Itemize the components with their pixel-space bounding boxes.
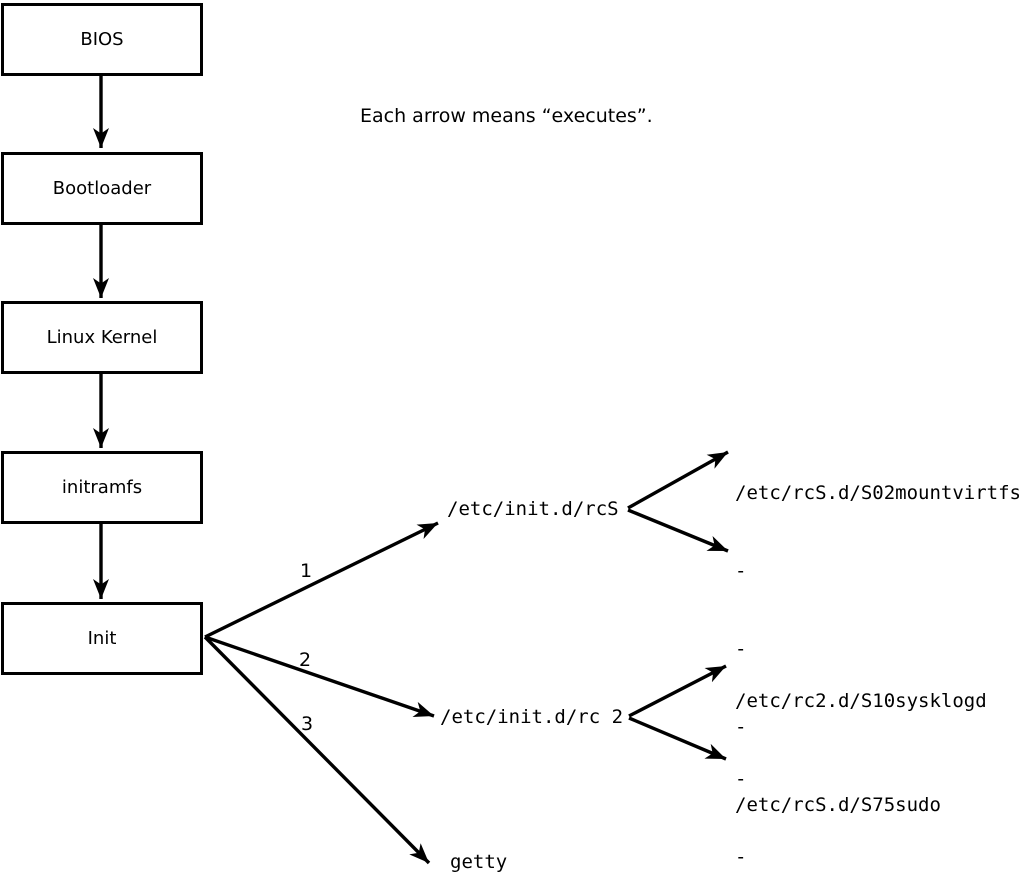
arrow-init-to-getty — [203, 635, 431, 865]
rc2-children-list: /etc/rc2.d/S10sysklogd - - - /etc/rc2.d/… — [735, 636, 987, 875]
node-initramfs-label: initramfs — [61, 477, 143, 498]
rcs-child-ellipsis-dash: - — [735, 638, 747, 660]
node-bios: BIOS — [1, 3, 203, 76]
rcs-child-ellipsis-dash: - — [735, 560, 747, 582]
rc2-child-ellipsis-dash: - — [735, 846, 747, 868]
arrow-label-1: 1 — [300, 560, 313, 582]
node-rc2-script: /etc/init.d/rc 2 — [440, 706, 624, 728]
node-init: Init — [1, 602, 203, 675]
arrow-init-to-rc2 — [204, 635, 435, 718]
node-bootloader-label: Bootloader — [52, 178, 152, 199]
arrow-rc2-to-s99gdm — [628, 716, 727, 761]
node-init-label: Init — [87, 628, 117, 649]
node-linux-kernel-label: Linux Kernel — [46, 327, 158, 348]
rcs-children-list: /etc/rcS.d/S02mountvirtfs - - - /etc/rcS… — [735, 428, 1021, 870]
arrow-rcs-to-s02mountvirtfs — [627, 450, 729, 510]
rc2-child-ellipsis-dash: - — [735, 768, 747, 790]
node-rcs-script: /etc/init.d/rcS — [447, 498, 619, 520]
node-getty: getty — [450, 851, 508, 873]
rcs-child-s75sudo: /etc/rcS.d/S75sudo — [735, 794, 941, 816]
arrow-label-3: 3 — [301, 713, 314, 735]
legend-note: Each arrow means “executes”. — [360, 105, 653, 127]
arrow-rc2-to-s10sysklogd — [628, 664, 727, 718]
node-bios-label: BIOS — [80, 29, 124, 50]
arrow-rcs-to-s75sudo — [627, 508, 729, 553]
rcs-child-ellipsis-dash: - — [735, 716, 747, 738]
arrow-label-2: 2 — [299, 649, 312, 671]
node-bootloader: Bootloader — [1, 152, 203, 225]
arrow-init-to-rcs — [204, 521, 439, 639]
rcs-child-s02mountvirtfs: /etc/rcS.d/S02mountvirtfs — [735, 482, 1021, 504]
rc2-child-s10sysklogd: /etc/rc2.d/S10sysklogd — [735, 690, 987, 712]
node-linux-kernel: Linux Kernel — [1, 301, 203, 374]
node-initramfs: initramfs — [1, 451, 203, 524]
